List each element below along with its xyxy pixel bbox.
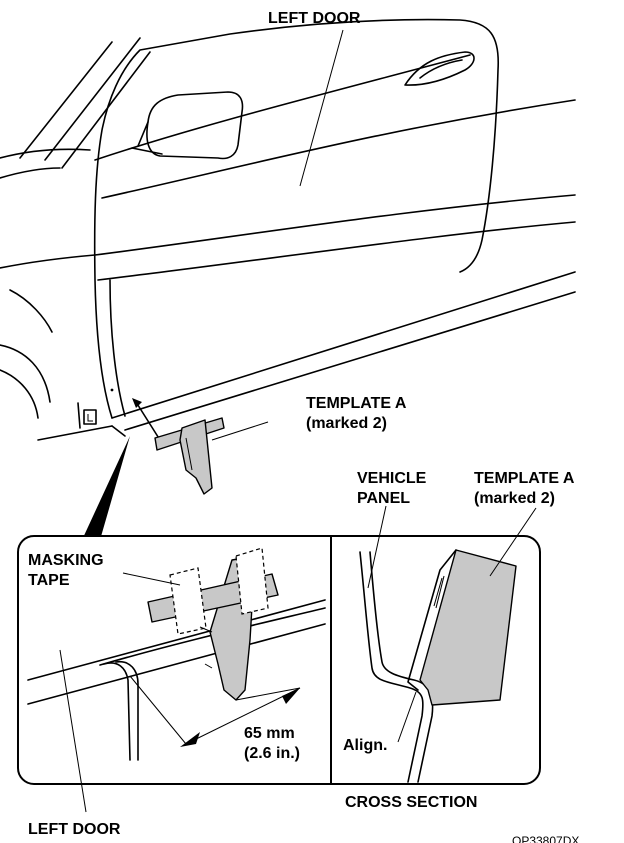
dimension-mm-label: 65 mm: [244, 725, 295, 742]
vehicle-label: VEHICLE: [357, 470, 427, 487]
dimension-in-label: (2.6 in.): [244, 745, 300, 762]
template-a-cross-label: TEMPLATE A: [474, 470, 575, 487]
car-body-illustration: [0, 18, 576, 441]
tape-label: TAPE: [28, 572, 70, 589]
figure-code: OP33807DX: [512, 834, 579, 843]
template-a-cross-marked-label: (marked 2): [474, 490, 555, 507]
zoom-wedge: [82, 436, 130, 540]
masking-label: MASKING: [28, 552, 104, 569]
cross-section-title: CROSS SECTION: [345, 794, 477, 811]
detail-inset-frame: [17, 535, 541, 785]
template-a-label: TEMPLATE A: [306, 395, 407, 412]
template-a-marked-label: (marked 2): [306, 415, 387, 432]
panel-label: PANEL: [357, 490, 410, 507]
align-label: Align.: [343, 737, 387, 754]
cross-section-detail: [359, 505, 537, 783]
template-a-on-car: [154, 417, 269, 495]
masking-tape-detail: [27, 547, 326, 813]
left-door-label-top: LEFT DOOR: [268, 10, 361, 27]
left-door-leader-top: [299, 29, 344, 187]
left-door-label-bottom: LEFT DOOR: [28, 821, 121, 838]
